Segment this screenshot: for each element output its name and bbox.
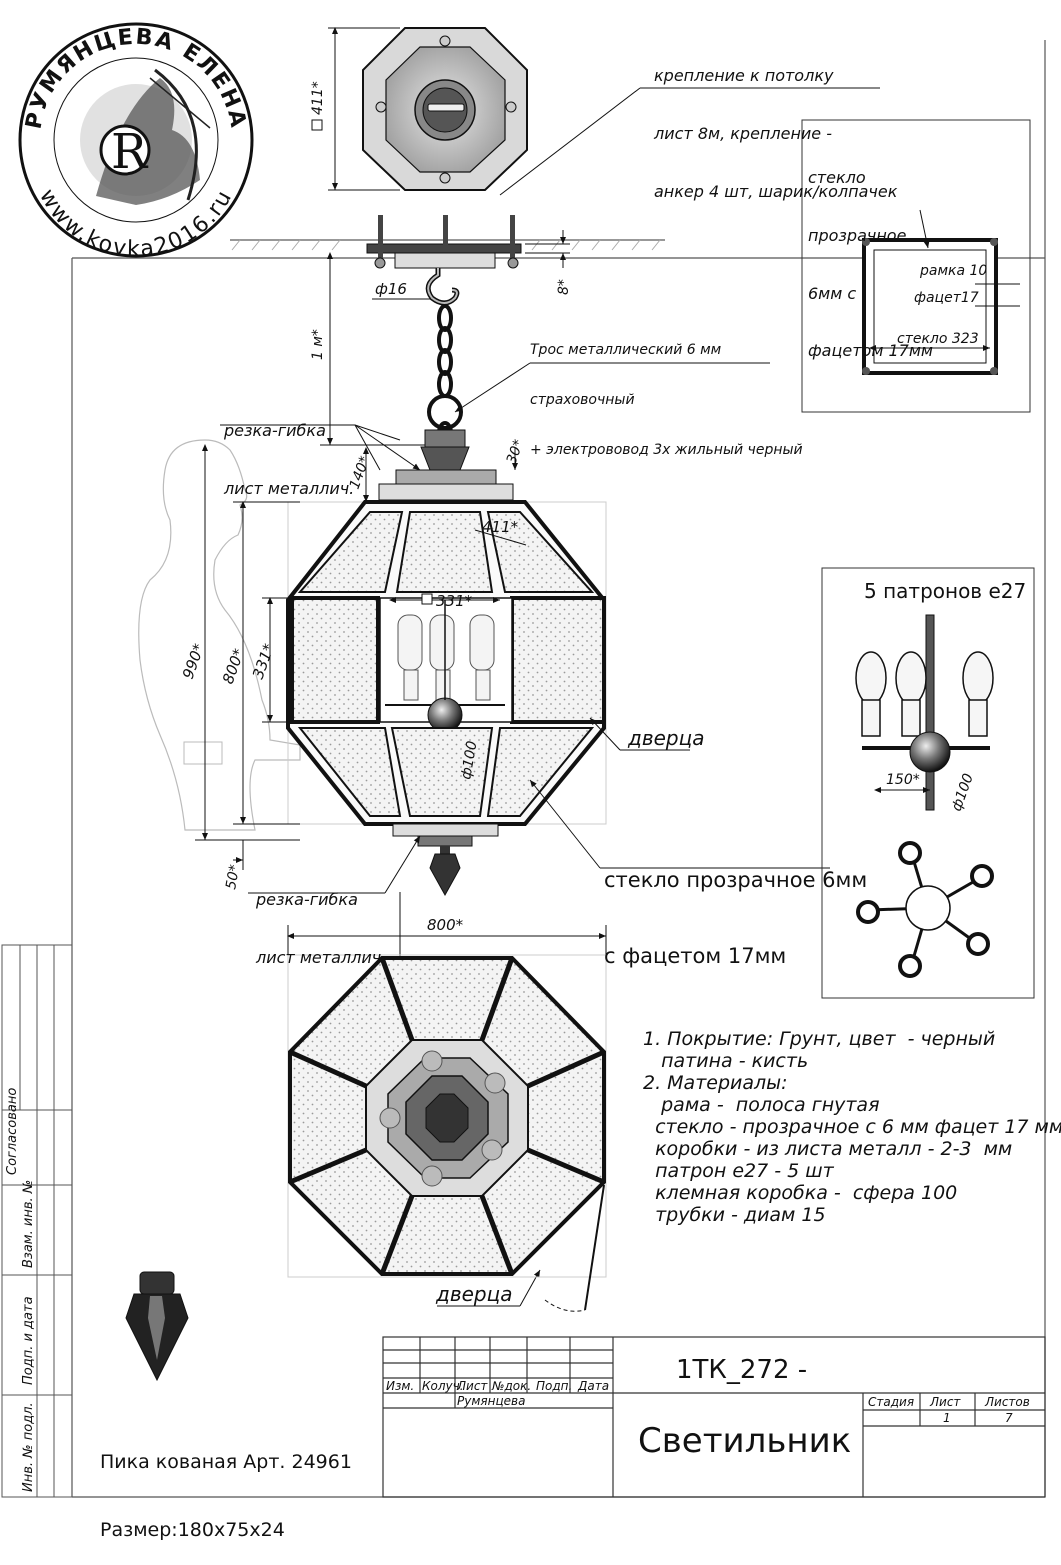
- ceiling-plate-top-view: [362, 27, 528, 191]
- tb-h-doc: №док.: [491, 1379, 531, 1393]
- glass-detail-facet: фацет17: [914, 290, 979, 306]
- glass-top-right-label: стекло прозрачное 6мм с фацетом 17мм: [808, 168, 933, 361]
- dim-100-label: ф100: [458, 740, 480, 781]
- note-line: патина - кисть: [643, 1050, 809, 1072]
- dim-411-mid-label: 411*: [482, 518, 519, 536]
- tb-h-sheets: Листов: [984, 1395, 1030, 1409]
- dim-50-label: 50*: [223, 863, 243, 890]
- side-stamp: [1, 944, 73, 1498]
- dim-331-v-label: 331*: [249, 641, 278, 682]
- finial-illustration: [125, 1271, 189, 1382]
- dim-800-v-label: 800*: [219, 646, 248, 687]
- side-stamp-inv: Инв. № подл.: [21, 1402, 36, 1492]
- dim-990-label: 990*: [179, 641, 208, 682]
- cut-bend-top-label: резка-гибка лист металлич.: [224, 421, 355, 498]
- note-line: коробки - из листа металл - 2-3 мм: [643, 1138, 1013, 1160]
- note-line: рама - полоса гнутая: [643, 1094, 880, 1116]
- tb-h-izm: Изм.: [386, 1379, 414, 1393]
- dim-800-h-label: 800*: [427, 916, 464, 934]
- tb-h-sheet: Лист: [929, 1395, 961, 1409]
- notes-block: 1. Покрытие: Грунт, цвет - черный патина…: [643, 1028, 1061, 1226]
- note-line: 2. Материалы:: [643, 1072, 788, 1094]
- dim-411-top-label: 411*: [310, 81, 326, 115]
- chain: [427, 304, 463, 445]
- glass-detail-frame: рамка 10: [919, 263, 987, 279]
- ceiling-plate-side: [366, 215, 522, 306]
- glass-main-label: стекло прозрачное 6мм с фацетом 17мм: [604, 868, 868, 968]
- side-stamp-agreed: Согласовано: [5, 1088, 20, 1175]
- side-stamp-replace: Взам. инв. №: [21, 1180, 36, 1268]
- dim-1m-label: 1 м*: [310, 329, 326, 360]
- stamp-monogram: R: [111, 124, 149, 180]
- ceiling-mount-label: крепление к потолку лист 8м, крепление -…: [654, 66, 898, 201]
- tb-h-list: Лист: [456, 1379, 488, 1393]
- door-side-label: дверца: [628, 726, 705, 750]
- dim-150-label: 150*: [886, 772, 920, 788]
- lantern-front-view: [286, 429, 607, 897]
- side-stamp-sign-date: Подп. и дата: [21, 1296, 36, 1385]
- note-line: трубки - диам 15: [643, 1204, 826, 1226]
- dim-16-label: ф16: [375, 280, 407, 298]
- lantern-plan-view: [287, 954, 607, 1312]
- sockets-title: 5 патронов е27: [864, 579, 1026, 603]
- dim-8: [525, 230, 570, 268]
- dim-1m: [320, 252, 440, 446]
- dim-8-label: 8*: [556, 279, 572, 295]
- note-line: стекло - прозрачное с 6 мм фацет 17 мм: [643, 1116, 1061, 1138]
- tb-sheet: 1: [943, 1411, 951, 1425]
- tb-name: Светильник: [638, 1421, 851, 1461]
- finial-caption: Пика кованая Арт. 24961 Размер:180х75х24: [100, 1450, 352, 1541]
- front-dimensions: [195, 444, 527, 870]
- tb-sheets: 7: [1005, 1411, 1013, 1425]
- tb-author: Румянцева: [457, 1394, 525, 1408]
- tb-h-kol: Колуч.: [422, 1379, 464, 1393]
- cut-bend-bottom-label: резка-гибка лист металлич.: [256, 890, 387, 967]
- dim-331-h-label: 331*: [436, 592, 473, 610]
- dim-411-top: [311, 27, 400, 191]
- sockets-detail-box: [821, 567, 1035, 999]
- tb-h-sign: Подп.: [536, 1379, 572, 1393]
- note-line: клемная коробка - сфера 100: [643, 1182, 958, 1204]
- tb-code: 1ТК_272 -: [676, 1355, 807, 1385]
- title-block: [382, 1336, 1046, 1498]
- glass-detail-box: [801, 119, 1031, 413]
- cable-label: Трос металлический 6 мм страховочный + э…: [530, 341, 803, 459]
- door-bottom-label: дверца: [436, 1282, 513, 1306]
- dim-100-socket-label: ф100: [949, 771, 977, 813]
- drawing-sheet: Согласовано Взам. инв. № Подп. и дата Ин…: [1, 22, 1046, 1498]
- tb-h-stage: Стадия: [868, 1395, 914, 1409]
- note-line: 1. Покрытие: Грунт, цвет - черный: [643, 1028, 996, 1050]
- company-stamp: R РУМЯНЦЕВА ЕЛЕНА www.kovka2016.ru: [18, 22, 254, 262]
- leader-lines: [220, 87, 880, 1307]
- glass-detail-glass: стекло 323: [897, 331, 979, 347]
- tb-h-date: Дата: [577, 1379, 609, 1393]
- dim-30-label: 30*: [504, 438, 528, 467]
- note-line: патрон е27 - 5 шт: [643, 1160, 834, 1182]
